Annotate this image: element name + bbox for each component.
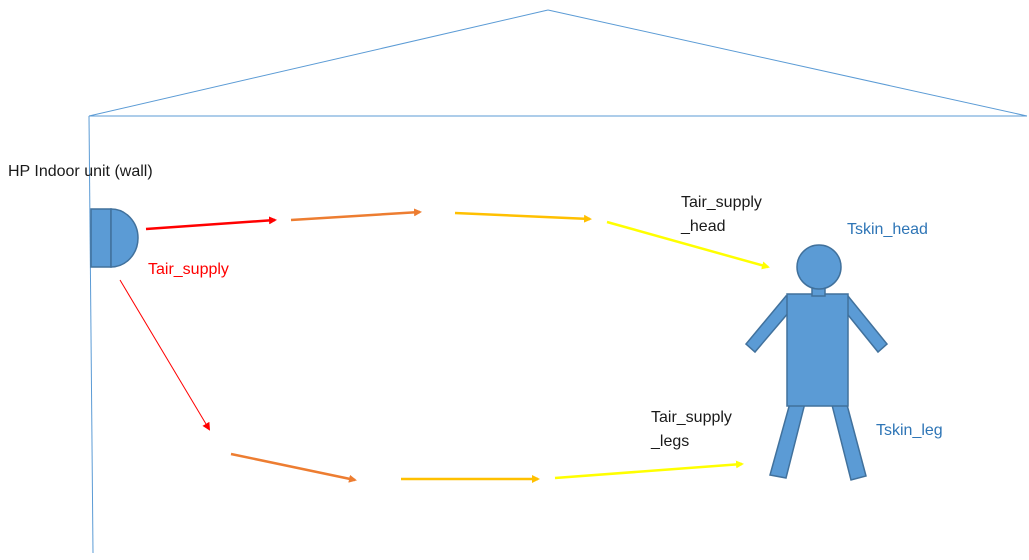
indoor-unit-body (90, 208, 112, 268)
tair-supply-head-label: Tair_supply _head (681, 191, 762, 239)
flow-arrow-legs-1 (119, 279, 211, 431)
roof-left (88, 9, 549, 117)
person-right-leg (830, 400, 867, 481)
flow-path-head (145, 208, 770, 270)
flow-arrow-head-2 (290, 208, 422, 222)
person-left-leg (769, 402, 806, 479)
left-wall (88, 115, 94, 554)
tair-supply-legs-line2: _legs (651, 433, 690, 450)
indoor-unit-label: HP Indoor unit (wall) (8, 163, 153, 180)
person-figure (744, 244, 889, 481)
flow-arrow-legs-2 (230, 452, 357, 483)
tair-supply-head-line1: Tair_supply (681, 194, 762, 211)
tair-supply-head-line2: _head (681, 218, 726, 235)
house-outline (88, 9, 1028, 554)
flow-path-legs (119, 279, 744, 483)
flow-arrow-head-4 (606, 220, 770, 270)
tskin-head-label: Tskin_head (847, 221, 928, 238)
flow-arrow-head-1 (145, 216, 277, 231)
indoor-unit-dome (110, 208, 139, 268)
person-head (796, 244, 842, 290)
person-body (786, 293, 849, 407)
flow-arrow-head-3 (454, 211, 592, 223)
tskin-leg-label: Tskin_leg (876, 422, 943, 439)
tair-supply-legs-label: Tair_supply _legs (651, 406, 732, 454)
roof-right (547, 9, 1028, 117)
indoor-unit (90, 208, 139, 268)
flow-arrow-legs-4 (554, 460, 744, 480)
tair-supply-label: Tair_supply (148, 261, 229, 278)
tair-supply-legs-line1: Tair_supply (651, 409, 732, 426)
